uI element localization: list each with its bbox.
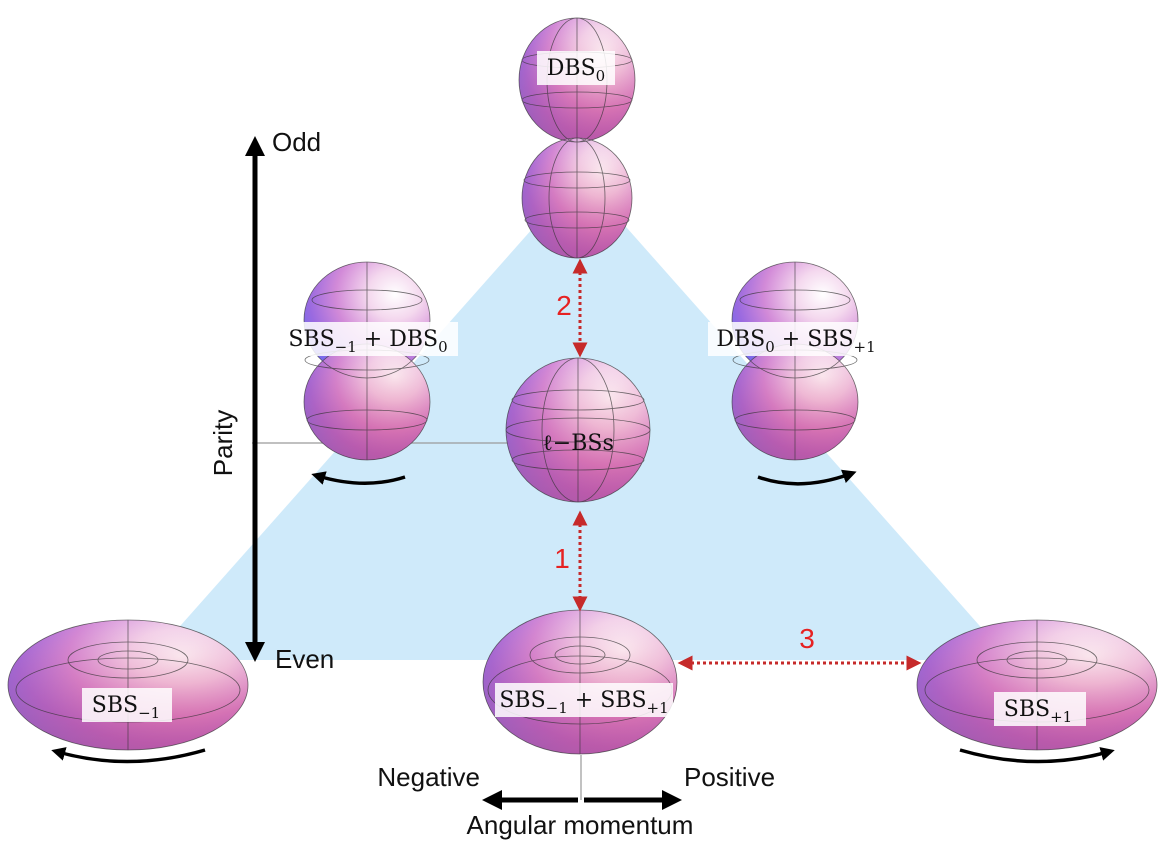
sbs-m1-dbs0-shape [303, 261, 431, 461]
sbs-m1-label: SBS−1 [92, 693, 160, 722]
rotation-arrow-right-middle [757, 469, 857, 486]
sbs-m1-dbs0-label-bg [278, 322, 458, 356]
rotation-arrow-left-middle [311, 471, 406, 485]
sbs-m1-dbs0-label: SBS−1 + DBS0 [288, 327, 447, 356]
parity-odd-label: Odd [272, 127, 321, 157]
dbs0-sbs-p1-label-bg [708, 322, 884, 356]
parity-axis-label: Parity [208, 410, 238, 476]
sbs-m1-label-bg [82, 688, 172, 722]
transition-number-1: 1 [554, 543, 570, 574]
l-bss-shape [505, 357, 651, 503]
transition-number-2: 2 [556, 290, 572, 321]
sbs-m1-sbs-p1-shape [482, 609, 678, 755]
dbs0-label: DBS0 [547, 56, 605, 85]
transition-number-3: 3 [799, 623, 815, 654]
dbs0-sbs-p1-shape [731, 261, 859, 461]
angular-axis-label: Angular momentum [467, 810, 694, 840]
sbs-p1-shape [916, 619, 1158, 751]
sbs-m1-sbs-p1-label: SBS−1 + SBS+1 [499, 688, 668, 717]
angular-negative-label: Negative [377, 762, 480, 792]
dbs0-label-bg [537, 51, 615, 85]
l-bss-label: ℓ−BSs [542, 431, 614, 456]
sbs-p1-label-bg [994, 692, 1086, 726]
rotation-arrow-bottom-left [51, 747, 206, 764]
sbs-p1-label: SBS+1 [1004, 697, 1072, 726]
angular-positive-label: Positive [684, 762, 775, 792]
parity-even-label: Even [275, 644, 334, 674]
rotation-arrow-bottom-right [959, 747, 1115, 764]
sbs-m1-shape [7, 619, 249, 751]
sbs-m1-sbs-p1-label-bg [495, 683, 673, 717]
dbs0-sbs-p1-label: DBS0 + SBS+1 [716, 327, 875, 356]
